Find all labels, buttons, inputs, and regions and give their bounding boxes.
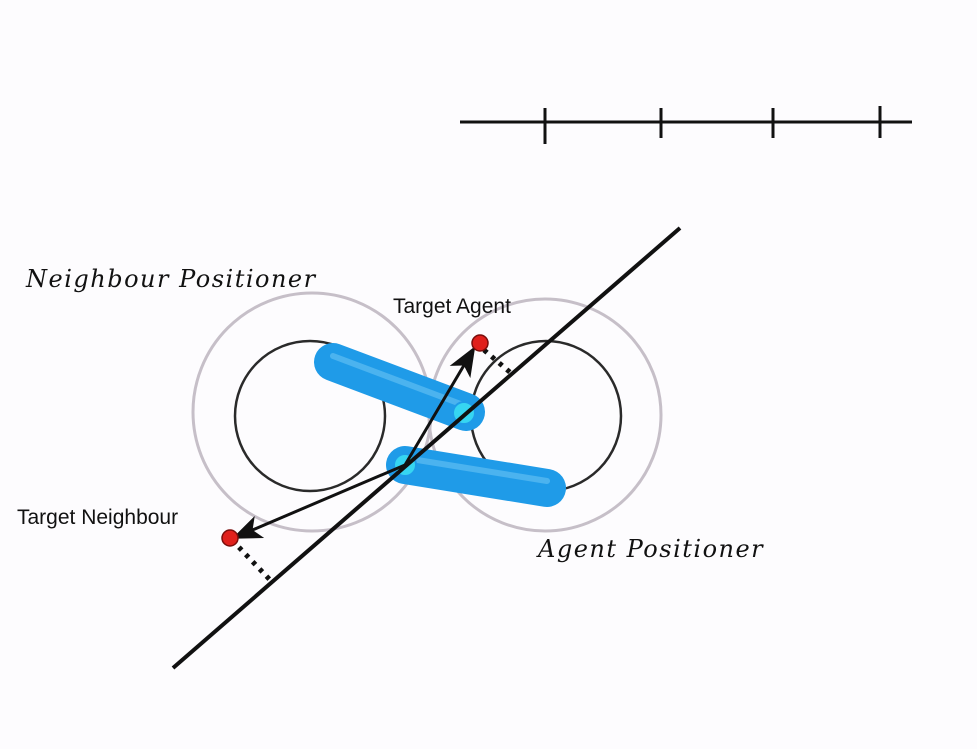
target-agent-marker: [471, 334, 489, 352]
target-neighbour-marker: [221, 529, 239, 547]
agent-distance-dots: [482, 348, 514, 376]
arrow-to-target-neighbour: [231, 463, 406, 539]
neighbour-distance-dots: [230, 538, 274, 584]
neighbour-positioner: [191, 291, 433, 533]
agent-arm: [386, 446, 566, 507]
neighbour-inner-circle: [233, 339, 387, 493]
neighbour-arm: [314, 343, 485, 431]
agent-positioner-label: Agent Positioner: [536, 535, 764, 563]
arrow-to-target-agent: [403, 346, 476, 466]
neighbour-outer-patrol-circle: [191, 291, 433, 533]
separation-line: [171, 226, 682, 670]
target-neighbour-label: Target Neighbour: [17, 506, 178, 529]
neighbour-positioner-label: Neighbour Positioner: [25, 265, 317, 293]
target-agent-label: Target Agent: [393, 295, 511, 318]
scale-bar: [460, 106, 912, 144]
